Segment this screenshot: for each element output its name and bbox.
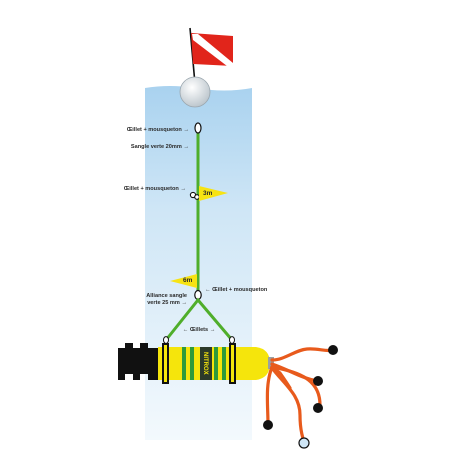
bridle-strap [164,297,234,341]
eyelet-left [163,336,169,344]
hose-end-4 [263,420,273,430]
tank-label: NITROX [202,352,208,375]
label-alliance-2: verte 25 mm → [147,300,187,306]
hose-end-3 [313,403,323,413]
dive-flag-icon [191,33,233,66]
regulator-hoses [265,347,335,445]
label-oeillets: ← Œillets → [182,327,216,333]
float-buoy-icon [179,76,211,108]
carabiner-mid-icon [189,191,200,200]
label-oeillet-bottom: ← Œillet + mousqueton [205,287,268,293]
depth-marker-6m [170,274,197,288]
carabiner-icon [194,122,202,134]
label-depth-3m: 3m [203,190,213,197]
hose-end-2 [313,376,323,386]
nitrox-tank-icon [118,343,274,384]
label-oeillet-top: Œillet + mousqueton → [126,127,189,133]
depth-marker-3m [199,186,228,201]
hose-end-1 [328,345,338,355]
label-oeillet-mid: Œillet + mousqueton → [123,186,186,192]
label-alliance-1: Alliance sangle [146,293,187,299]
label-sangle: Sangle verte 20mm → [130,144,189,150]
hose-end-5 [298,437,310,449]
label-depth-6m: 6m [183,277,193,284]
eyelet-right [229,336,235,344]
